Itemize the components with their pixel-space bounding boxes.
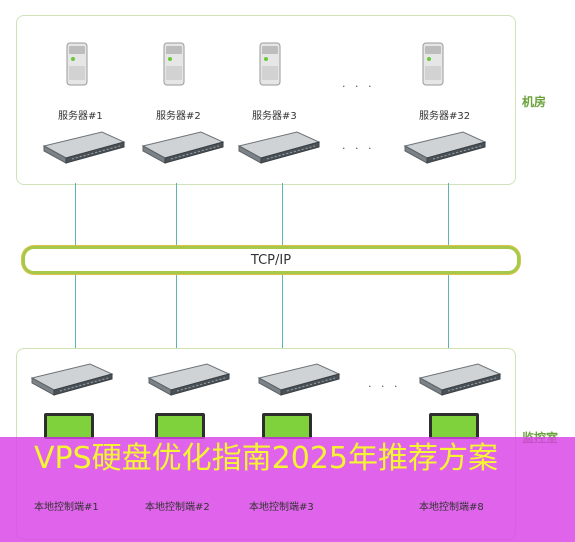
client-label-3: 本地控制端#3: [249, 502, 314, 513]
connector-line: [75, 183, 76, 246]
client-label-8: 本地控制端#8: [419, 502, 484, 513]
rack-switch-icon: [30, 363, 114, 396]
laptop-icon: [155, 413, 205, 439]
server-label-1: 服务器#1: [58, 111, 103, 122]
connector-line: [75, 271, 76, 361]
tcp-ip-bus: TCP/IP: [22, 246, 520, 274]
server-label-3: 服务器#3: [252, 111, 297, 122]
promo-banner: [0, 437, 575, 542]
rack-switch-icon: [418, 363, 502, 396]
laptop-icon: [262, 413, 312, 439]
connector-line: [448, 271, 449, 361]
server-tower-icon-32: [422, 42, 444, 86]
connector-line: [176, 183, 177, 246]
server-ellipsis: · · ·: [342, 80, 375, 93]
connector-line: [282, 183, 283, 246]
connector-line: [176, 271, 177, 361]
server-label-2: 服务器#2: [156, 111, 201, 122]
rack-switch-icon: [403, 131, 487, 164]
banner-title: VPS硬盘优化指南2025年推荐方案: [34, 441, 499, 476]
server-tower-icon-2: [163, 42, 185, 86]
rack-switch-icon: [237, 131, 321, 164]
rack-switch-icon: [141, 131, 225, 164]
laptop-icon: [429, 413, 479, 439]
laptop-icon: [44, 413, 94, 439]
server-label-32: 服务器#32: [419, 111, 471, 122]
rack-ellipsis: · · ·: [342, 142, 375, 155]
tcp-ip-label: TCP/IP: [250, 252, 292, 268]
server-tower-icon-1: [66, 42, 88, 86]
server-room-label: 机房: [522, 95, 547, 109]
rack-switch-icon: [257, 363, 341, 396]
server-tower-icon-3: [259, 42, 281, 86]
client-label-1: 本地控制端#1: [34, 502, 99, 513]
client-label-2: 本地控制端#2: [145, 502, 210, 513]
connector-line: [448, 183, 449, 246]
connector-line: [282, 271, 283, 361]
client-rack-ellipsis: · · ·: [368, 380, 401, 393]
rack-switch-icon: [42, 131, 126, 164]
rack-switch-icon: [147, 363, 231, 396]
